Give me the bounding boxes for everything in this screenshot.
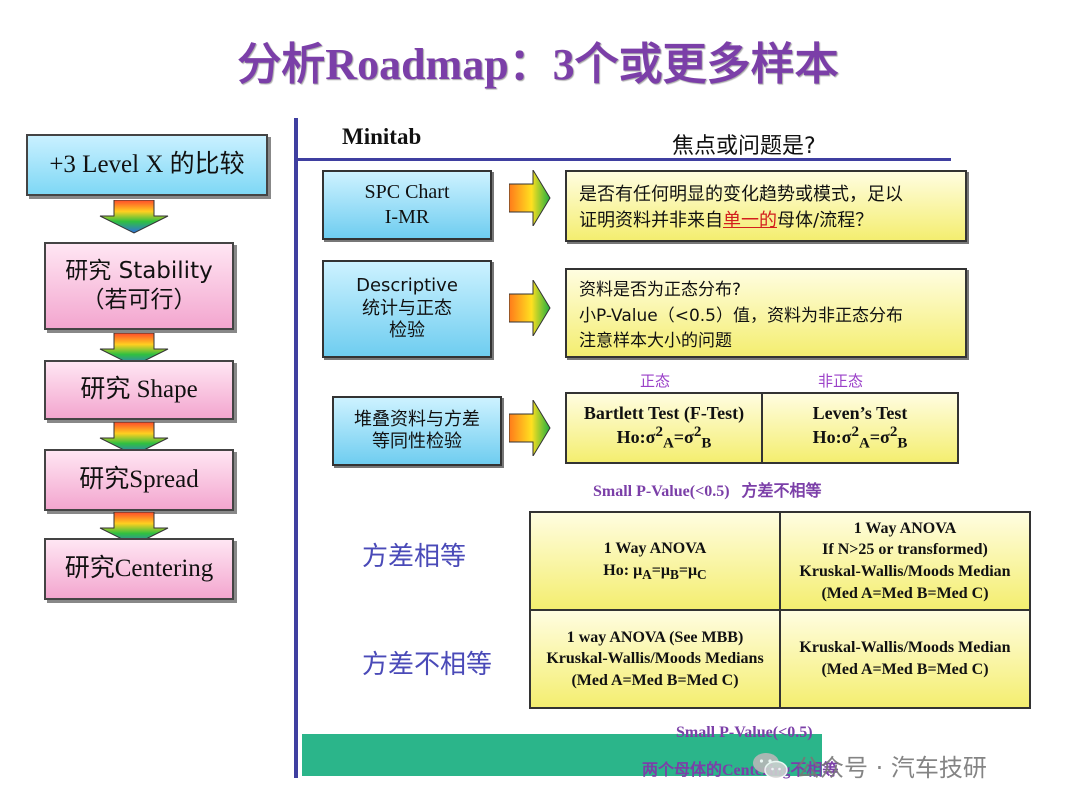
anova-hypothesis: Ho: μA=μB=μC <box>532 560 778 584</box>
flow-box-label: 研究Centering <box>64 555 214 583</box>
emphasis-text: 单一的 <box>723 210 777 232</box>
sub: A <box>662 435 674 452</box>
sup: 2 <box>889 424 898 441</box>
ho-text: Ho:σ <box>812 427 852 448</box>
anova-matrix: 1 Way ANOVA Ho: μA=μB=μC 1 Way ANOVA If … <box>529 511 1031 709</box>
levene-title: Leven’s Test <box>812 403 908 424</box>
eq-text: =σ <box>869 427 890 448</box>
cell-line: 1 Way ANOVA <box>853 519 957 537</box>
down-arrow-icon <box>99 422 169 456</box>
question-line: 小P-Value（<0.5）值，资料为非正态分布 <box>579 305 903 326</box>
footer-pvalue: Small P-Value(<0.5) <box>676 724 813 741</box>
wechat-icon <box>753 752 788 779</box>
right-arrow-icon <box>509 400 551 456</box>
nonnormal-label: 非正态 <box>818 372 864 390</box>
down-arrow-icon <box>99 200 169 234</box>
levene-hypothesis: Ho:σ2A=σ2B <box>764 424 956 453</box>
footer-centering: 两个母体的Centering不相等 <box>642 762 839 779</box>
cell-line: Kruskal-Wallis/Moods Median <box>799 639 1011 657</box>
watermark-text: 公众号 · 汽车技研 <box>796 754 987 782</box>
sub: B <box>669 566 679 582</box>
pvalue-note: Small P-Value(<0.5) 方差不相等 <box>593 483 822 500</box>
question-line: 证明资料并非来自单一的母体/流程？ <box>579 208 953 234</box>
bartlett-hypothesis: Ho:σ2A=σ2B <box>568 424 760 453</box>
flow-box-centering: 研究Centering <box>44 538 234 600</box>
vertical-divider <box>294 118 298 778</box>
cell-unequal-nonnormal: Kruskal-Wallis/Moods Median (Med A=Med B… <box>779 609 1031 709</box>
variance-test-table: Bartlett Test (F-Test) Ho:σ2A=σ2B Leven’… <box>565 392 959 464</box>
flow-box-label: +3 Level X 的比较 <box>49 151 245 179</box>
eq-text: =μ <box>651 561 670 579</box>
sup: 2 <box>851 424 859 441</box>
cell-line: 1 way ANOVA (See MBB) <box>566 628 744 646</box>
cell-line: If N>25 or transformed) <box>822 541 988 559</box>
flow-box-label: 研究Spread <box>79 466 199 494</box>
focus-header: 焦点或问题是? <box>672 134 816 159</box>
flow-box-shape: 研究 Shape <box>44 360 234 420</box>
flow-box-spread: 研究Spread <box>44 449 234 511</box>
question-text: 证明资料并非来自 <box>579 210 723 232</box>
header-divider <box>296 158 951 161</box>
right-arrow-icon <box>509 170 551 226</box>
eq-text: =σ <box>673 427 694 448</box>
question-line: 注意样本大小的问题 <box>579 331 732 351</box>
sup: 2 <box>655 424 663 441</box>
sub: A <box>858 435 870 452</box>
flow-box-label: 研究 Stability （若可行） <box>65 258 213 313</box>
minitab-header: Minitab <box>342 124 422 149</box>
tool-box-descriptive: Descriptive 统计与正态 检验 <box>322 260 492 358</box>
sub: B <box>701 435 712 452</box>
question-box-stability: 是否有任何明显的变化趋势或模式，足以 证明资料并非来自单一的母体/流程？ <box>565 170 967 242</box>
cell-line: (Med A=Med B=Med C) <box>821 661 989 678</box>
cell-unequal-normal: 1 way ANOVA (See MBB) Kruskal-Wallis/Moo… <box>529 609 781 709</box>
page-title: 分析Roadmap：3个或更多样本 <box>237 40 839 89</box>
watermark: 公众号 · 汽车技研 <box>752 748 987 783</box>
cell-equal-normal: 1 Way ANOVA Ho: μA=μB=μC <box>529 511 781 611</box>
question-box-normality: 资料是否为正态分布? 小P-Value（<0.5）值，资料为非正态分布 注意样本… <box>565 268 967 358</box>
bartlett-cell: Bartlett Test (F-Test) Ho:σ2A=σ2B <box>565 392 763 464</box>
bartlett-title: Bartlett Test (F-Test) <box>583 403 745 424</box>
tool-box-spc-chart: SPC Chart I-MR <box>322 170 492 240</box>
down-arrow-icon <box>99 512 169 546</box>
cell-line: (Med A=Med B=Med C) <box>571 671 739 689</box>
ho-text: Ho:σ <box>616 427 656 448</box>
sub: A <box>642 566 652 582</box>
eq-text: =μ <box>678 561 698 579</box>
question-line: 资料是否为正态分布? <box>579 280 742 300</box>
sup: 2 <box>693 424 702 441</box>
flow-box-label: 研究 Shape <box>80 376 198 404</box>
down-arrow-icon <box>99 333 169 367</box>
cell-line: Kruskal-Wallis/Moods Median <box>799 563 1011 580</box>
footer-bar <box>302 734 822 776</box>
normal-label: 正态 <box>640 372 671 390</box>
variance-equal-label: 方差相等 <box>362 542 467 572</box>
ho-text: Ho: μ <box>603 561 643 579</box>
cell-line: (Med A=Med B=Med C) <box>821 584 989 602</box>
tool-box-variance-test: 堆叠资料与方差 等同性检验 <box>332 396 502 466</box>
sub: C <box>697 566 707 582</box>
variance-unequal-label: 方差不相等 <box>362 650 493 680</box>
cell-line: Kruskal-Wallis/Moods Medians <box>546 650 764 668</box>
right-arrow-icon <box>509 280 551 336</box>
question-line: 是否有任何明显的变化趋势或模式，足以 <box>579 184 903 205</box>
question-text: 母体/流程？ <box>777 210 874 232</box>
flow-box-three-level-compare: +3 Level X 的比较 <box>26 134 268 196</box>
cell-equal-nonnormal: 1 Way ANOVA If N>25 or transformed) Krus… <box>779 511 1031 611</box>
flow-box-stability: 研究 Stability （若可行） <box>44 242 234 330</box>
sub: B <box>897 435 908 452</box>
levene-cell: Leven’s Test Ho:σ2A=σ2B <box>761 392 959 464</box>
cell-line: 1 Way ANOVA <box>603 540 707 558</box>
